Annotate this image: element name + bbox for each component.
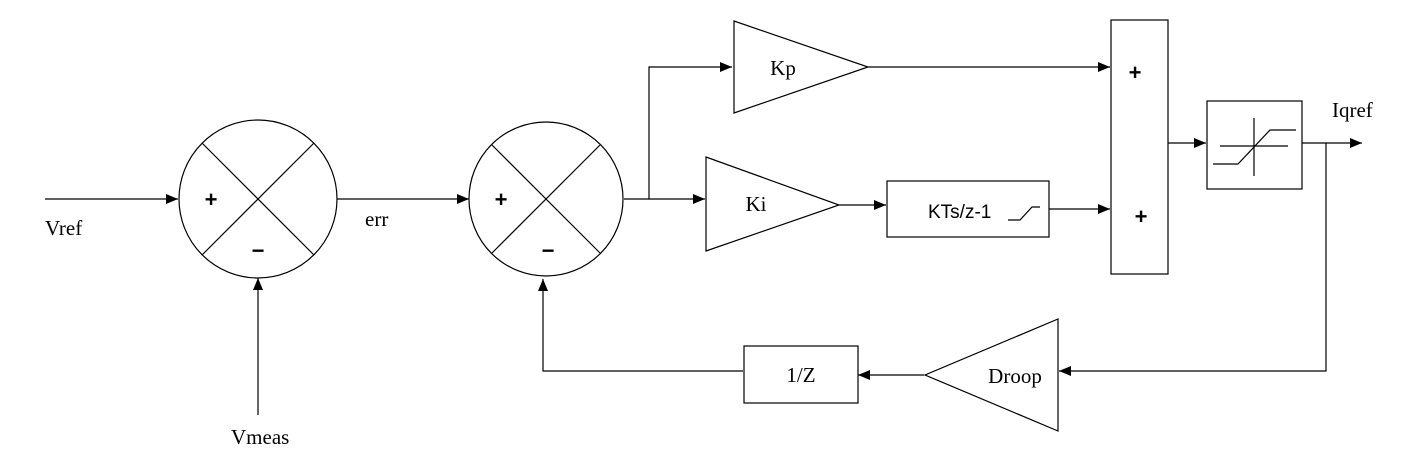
iqref-label: Iqref bbox=[1332, 98, 1373, 122]
summer2-minus: − bbox=[542, 238, 555, 263]
integrator-limit-icon bbox=[1008, 206, 1040, 221]
err-label: err bbox=[365, 207, 388, 231]
delay-out-wire bbox=[538, 279, 743, 372]
saturation-icon bbox=[1213, 129, 1296, 165]
kp-label: Kp bbox=[770, 56, 796, 80]
summer-3-block: + + bbox=[1110, 19, 1169, 275]
summer2-plus: + bbox=[495, 187, 508, 212]
summer1-plus: + bbox=[205, 187, 218, 212]
integrator-block: KTs/z-1 bbox=[886, 180, 1050, 238]
summing-junction-1: + − bbox=[178, 119, 338, 279]
ki-label: Ki bbox=[746, 192, 767, 216]
ki-gain-block: Ki bbox=[705, 156, 841, 252]
delay-label: 1/Z bbox=[786, 363, 815, 387]
kp-branch-wire bbox=[624, 62, 732, 200]
delay-block: 1/Z bbox=[743, 345, 859, 404]
droop-gain-block: Droop bbox=[923, 318, 1059, 432]
feedback-wire bbox=[1059, 143, 1327, 376]
vref-label: Vref bbox=[45, 216, 82, 240]
saturation-block bbox=[1206, 100, 1303, 190]
kp-gain-block: Kp bbox=[733, 20, 870, 114]
droop-label: Droop bbox=[988, 364, 1042, 388]
summer1-minus: − bbox=[252, 238, 265, 263]
summer3-plus-top: + bbox=[1129, 60, 1142, 85]
integrator-label: KTs/z-1 bbox=[928, 202, 991, 223]
summer3-plus-bottom: + bbox=[1135, 204, 1148, 229]
summing-junction-2: + − bbox=[468, 121, 624, 277]
vmeas-label: Vmeas bbox=[231, 425, 289, 449]
